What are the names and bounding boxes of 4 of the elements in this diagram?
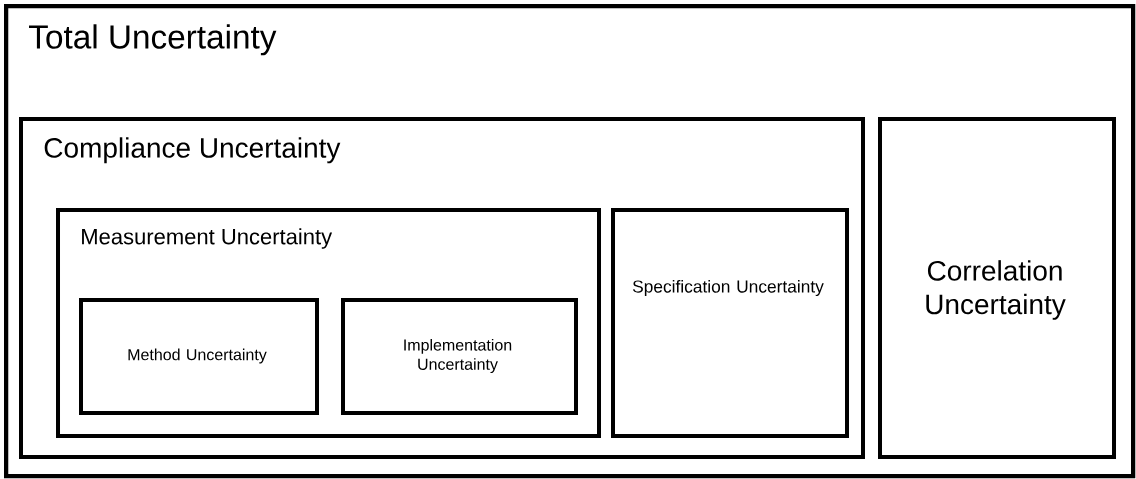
box: Implementation Uncertainty <box>341 298 578 415</box>
box: Method Uncertainty <box>79 298 319 415</box>
box: Specification Uncertainty <box>611 208 849 438</box>
box: Correlation Uncertainty <box>878 117 1116 459</box>
